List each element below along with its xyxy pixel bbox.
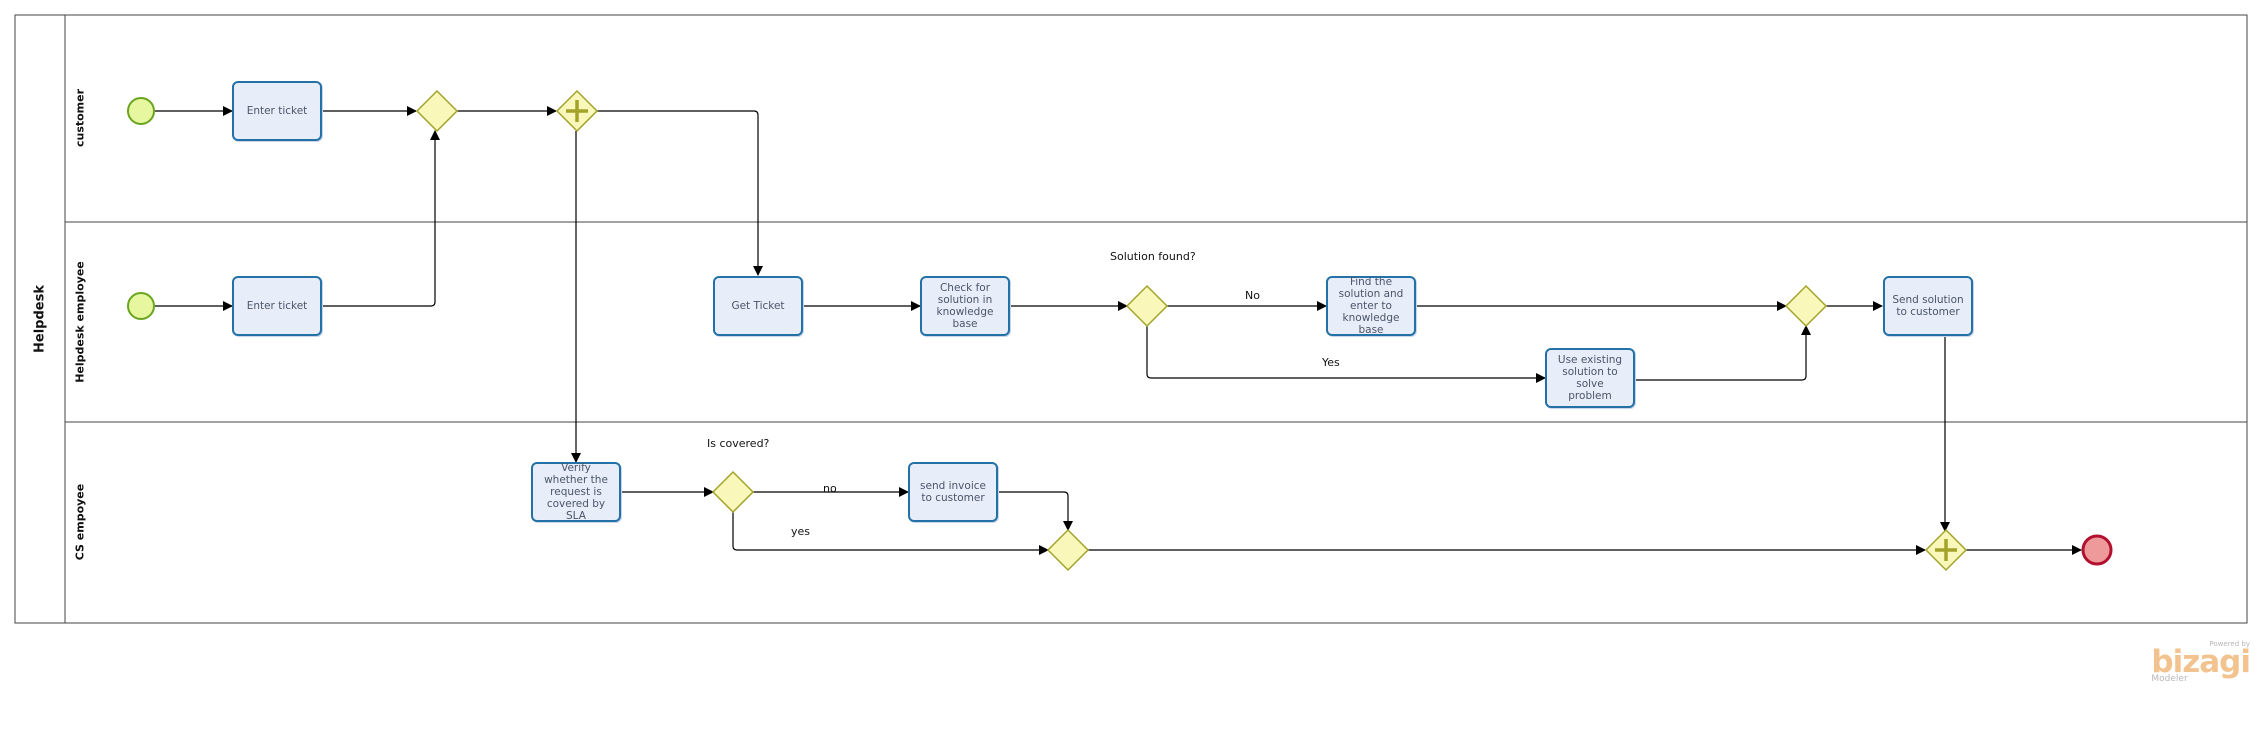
bizagi-logo: bizagi <box>2151 644 2251 680</box>
lane-title-helpdesk-employee: Helpdesk employee <box>73 261 87 383</box>
flow-label-yes: Yes <box>1322 356 1340 369</box>
watermark-product: Modeler <box>2151 674 2188 684</box>
lane-title-cs-employee: CS empoyee <box>73 483 87 561</box>
task-verify-sla[interactable]: Verify whether the request is covered by… <box>531 462 621 522</box>
task-enter-ticket-helpdesk[interactable]: Enter ticket <box>232 276 322 336</box>
watermark-powered-by: Powered by <box>2209 640 2250 648</box>
pool-border <box>14 14 2248 624</box>
task-use-existing-solution[interactable]: Use existing solution to solve problem <box>1545 348 1635 408</box>
flow-label-no: No <box>1245 289 1260 302</box>
parallel-gateway-join[interactable] <box>1924 528 1968 572</box>
gateway-label-is-covered: Is covered? <box>707 437 770 450</box>
flow-enter2-gw1 <box>322 130 440 307</box>
flow-gw2-use <box>1146 326 1546 383</box>
task-check-knowledge-base[interactable]: Check for solution in knowledge base <box>920 276 1010 336</box>
exclusive-gateway-is-covered[interactable] <box>711 470 755 514</box>
gateway-label-solution-found: Solution found? <box>1110 250 1196 263</box>
exclusive-gateway-customer[interactable] <box>415 89 459 133</box>
plus-icon <box>566 100 588 122</box>
flow-label-no-lower: no <box>823 482 837 495</box>
flow-label-yes-lower: yes <box>791 525 811 538</box>
task-get-ticket[interactable]: Get Ticket <box>713 276 803 336</box>
start-event-helpdesk[interactable] <box>127 292 155 320</box>
exclusive-gateway-merge-helpdesk[interactable] <box>1784 284 1828 328</box>
task-find-solution[interactable]: Find the solution and enter to knowledge… <box>1326 276 1416 336</box>
lane-title-customer: customer <box>73 88 87 148</box>
exclusive-gateway-solution-found[interactable] <box>1125 284 1169 328</box>
task-send-invoice[interactable]: send invoice to customer <box>908 462 998 522</box>
plus-icon <box>1935 539 1957 561</box>
task-enter-ticket-customer[interactable]: Enter ticket <box>232 81 322 141</box>
sequence-flows <box>155 106 2082 555</box>
flow-use-gw3 <box>1635 325 1811 381</box>
flow-par1-getticket <box>597 110 763 276</box>
parallel-gateway-split[interactable] <box>555 89 599 133</box>
start-event-customer[interactable] <box>127 97 155 125</box>
task-send-solution[interactable]: Send solution to customer <box>1883 276 1973 336</box>
end-event[interactable] <box>2081 534 2113 566</box>
flow-gw4-gw5 <box>732 512 1049 555</box>
exclusive-gateway-merge-cs[interactable] <box>1046 528 1090 572</box>
pool-title: Helpdesk <box>32 285 48 353</box>
flow-invoice-gw5 <box>998 491 1073 531</box>
bizagi-watermark: Powered by bizagi Modeler <box>2151 640 2251 684</box>
